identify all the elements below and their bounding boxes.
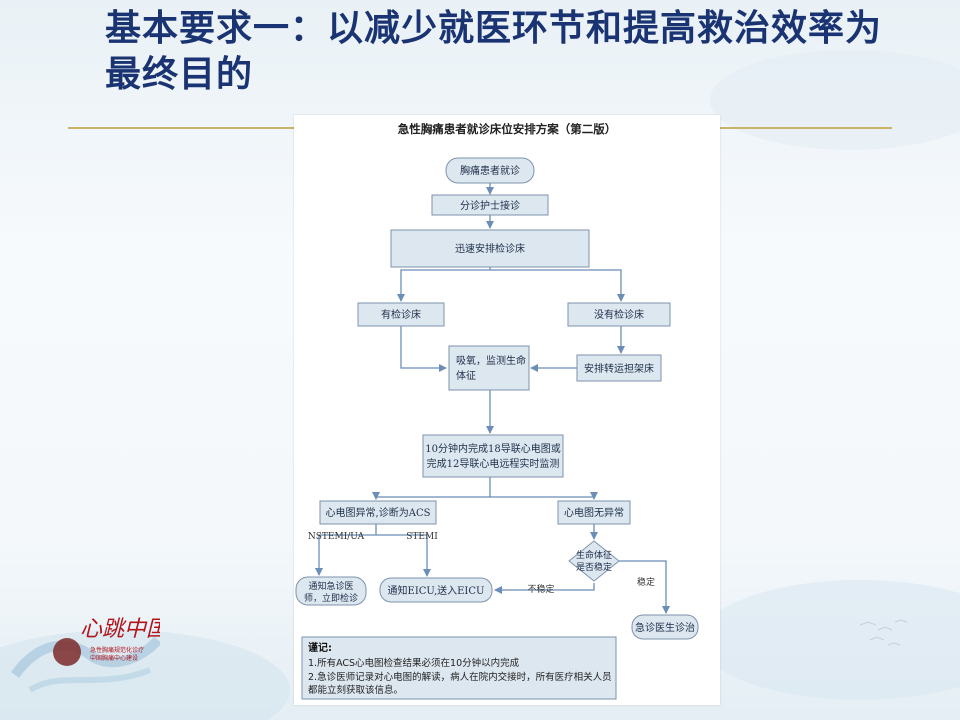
node-triage: 分诊护士接诊 xyxy=(431,194,549,216)
svg-text:急诊医生诊治: 急诊医生诊治 xyxy=(635,621,695,634)
slide-title: 基本要求一：以减少就医环节和提高救治效率为最终目的 xyxy=(105,8,883,95)
node-er-doctor-treatment: 急诊医生诊治 xyxy=(631,614,699,640)
svg-text:吸氧，监测生命: 吸氧，监测生命 xyxy=(456,354,526,367)
node-has-bed: 有检诊床 xyxy=(357,302,445,327)
flowchart-connectors xyxy=(315,183,670,614)
svg-text:10分钟内完成18导联心电图或: 10分钟内完成18导联心电图或 xyxy=(425,442,560,455)
svg-text:没有检诊床: 没有检诊床 xyxy=(594,308,644,321)
notes-box: 谨记: 1.所有ACS心电图检查结果必须在10分钟以内完成 2.急诊医师记录对心… xyxy=(301,636,617,700)
title-underline-left xyxy=(68,127,296,129)
node-ecg: 10分钟内完成18导联心电图或 完成12导联心电远程实时监测 xyxy=(422,434,564,478)
svg-text:是否稳定: 是否稳定 xyxy=(576,561,612,573)
svg-text:分诊护士接诊: 分诊护士接诊 xyxy=(460,199,520,212)
flowchart-title: 急性胸痛患者就诊床位安排方案（第二版） xyxy=(398,122,617,136)
notes-line-2: 2.急诊医师记录对心电图的解读，病人在院内交接时，所有医疗相关人员 xyxy=(308,671,612,683)
edge-label-stable: 稳定 xyxy=(637,576,655,588)
svg-text:通知EICU,送入EICU: 通知EICU,送入EICU xyxy=(388,584,485,597)
logo-title: 心跳中国 xyxy=(80,617,160,642)
svg-text:师，立即检诊: 师，立即检诊 xyxy=(304,592,358,604)
logo-caption-1: 急性胸痛规范化诊疗 xyxy=(90,646,144,654)
notes-line-3: 都能立刻获取该信息。 xyxy=(308,684,403,696)
svg-text:安排转运担架床: 安排转运担架床 xyxy=(584,362,654,375)
svg-text:有检诊床: 有检诊床 xyxy=(381,308,421,321)
svg-text:心电图异常,诊断为ACS: 心电图异常,诊断为ACS xyxy=(326,506,431,519)
node-no-bed: 没有检诊床 xyxy=(567,302,671,327)
edge-label-unstable: 不稳定 xyxy=(527,583,554,595)
svg-text:生命体征: 生命体征 xyxy=(576,549,612,561)
title-underline-right xyxy=(720,127,892,129)
svg-text:体征: 体征 xyxy=(456,370,476,382)
notes-line-1: 1.所有ACS心电图检查结果必须在10分钟以内完成 xyxy=(308,657,520,669)
node-start: 胸痛患者就诊 xyxy=(445,157,535,184)
flowchart: 急性胸痛患者就诊床位安排方案（第二版） 胸痛患者就诊 分诊护士接 xyxy=(295,122,699,700)
notes-heading: 谨记: xyxy=(308,641,332,654)
svg-text:心电图无异常: 心电图无异常 xyxy=(564,506,624,519)
heartbeat-china-logo: 心跳中国 急性胸痛规范化诊疗 中国胸痛中心建设 xyxy=(10,600,171,710)
edge-label-stemi: STEMI xyxy=(406,532,438,542)
flowchart-document: 急性胸痛患者就诊床位安排方案（第二版） 胸痛患者就诊 分诊护士接 xyxy=(294,115,720,705)
node-oxygen-monitoring: 吸氧，监测生命 体征 xyxy=(448,345,530,391)
svg-text:迅速安排检诊床: 迅速安排检诊床 xyxy=(455,242,525,255)
node-stretcher: 安排转运担架床 xyxy=(576,354,662,382)
edge-label-nstemi: NSTEMI/UA xyxy=(308,532,365,542)
logo-caption-2: 中国胸痛中心建设 xyxy=(90,654,138,662)
node-notify-er-doctor: 通知急诊医 师，立即检诊 xyxy=(295,576,367,606)
node-vitals-stable-decision: 生命体征 是否稳定 xyxy=(568,540,620,582)
svg-text:通知急诊医: 通知急诊医 xyxy=(308,580,353,592)
node-eicu: 通知EICU,送入EICU xyxy=(379,577,493,603)
svg-text:胸痛患者就诊: 胸痛患者就诊 xyxy=(460,164,520,177)
node-arrange-bed: 迅速安排检诊床 xyxy=(390,229,590,268)
node-ecg-normal: 心电图无异常 xyxy=(557,500,631,525)
svg-text:完成12导联心电远程实时监测: 完成12导联心电远程实时监测 xyxy=(427,457,560,470)
node-ecg-abnormal: 心电图异常,诊断为ACS xyxy=(319,500,437,525)
